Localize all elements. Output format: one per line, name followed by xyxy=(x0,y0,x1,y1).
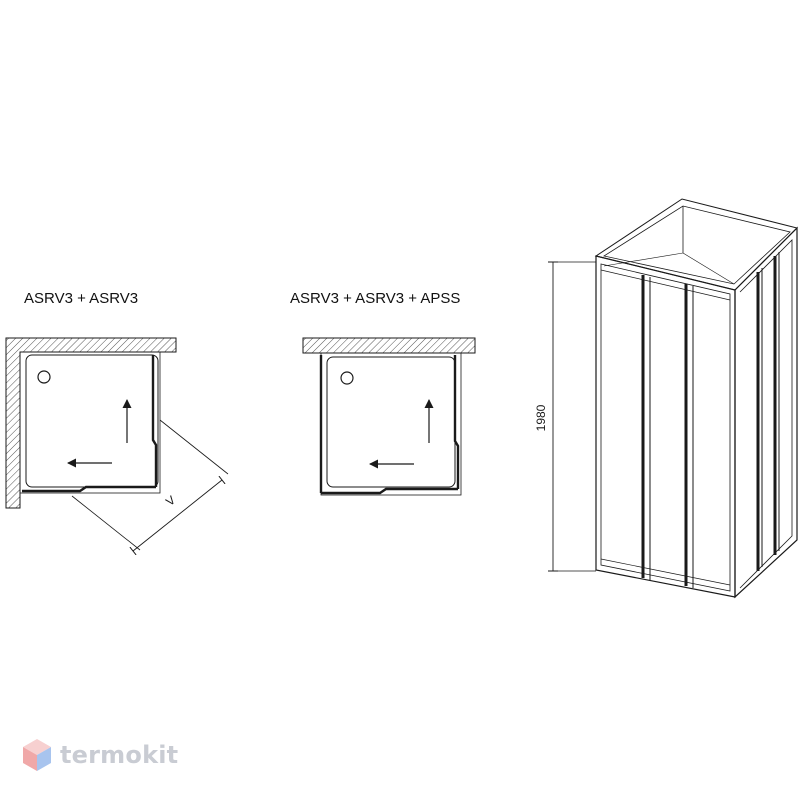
logo-text: termokit xyxy=(60,741,179,769)
sliding-door-front-2 xyxy=(321,487,458,495)
plan-corner-install xyxy=(5,337,229,556)
config-left-label: ASRV3 + ASRV3 xyxy=(24,290,139,307)
sliding-door-front xyxy=(22,485,156,493)
sliding-door-side xyxy=(151,355,158,487)
wall-top-hatch xyxy=(302,337,476,354)
dimension-v-label: V xyxy=(163,493,178,509)
side-frame xyxy=(734,226,798,599)
drain-icon-2 xyxy=(340,371,354,385)
brand-logo: termokit xyxy=(22,735,178,775)
plan-wall-install xyxy=(302,337,476,496)
height-label: 1980 xyxy=(534,404,548,431)
front-frame xyxy=(595,255,736,598)
drain-icon xyxy=(37,370,51,384)
dimension-v-line xyxy=(129,475,226,556)
shower-3d-view xyxy=(548,198,798,599)
termokit-cube-icon xyxy=(23,739,51,771)
config-right-label: ASRV3 + ASRV3 + APSS xyxy=(290,290,461,307)
sliding-door-side-2 xyxy=(453,355,460,489)
